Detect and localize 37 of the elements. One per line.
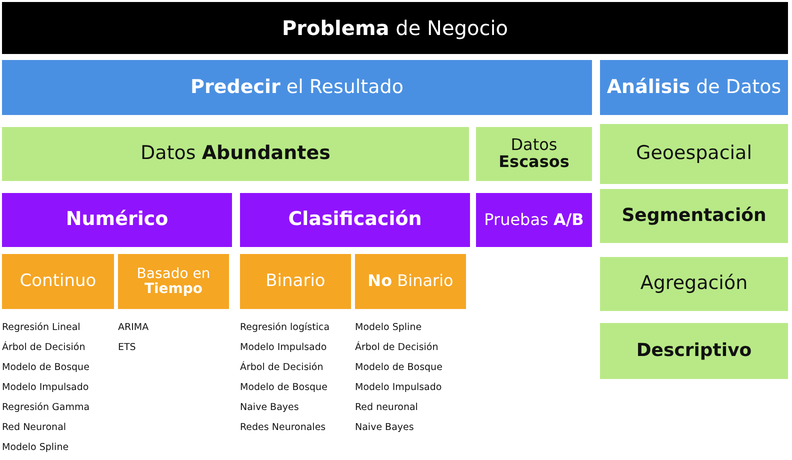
category-box: Binario bbox=[240, 254, 351, 309]
category-box: Geoespacial bbox=[600, 124, 788, 184]
category-bar: Análisis de Datos bbox=[600, 60, 788, 115]
method-name: Árbol de Decisión bbox=[355, 342, 438, 353]
method-name: Modelo de Bosque bbox=[355, 362, 442, 373]
method-name: Árbol de Decisión bbox=[2, 342, 86, 353]
method-name: Naive Bayes bbox=[240, 402, 299, 413]
category-box: Clasificación bbox=[240, 193, 470, 247]
category-bar: Datos Abundantes bbox=[2, 127, 469, 181]
category-box: Segmentación bbox=[600, 189, 788, 243]
category-box: Continuo bbox=[2, 254, 114, 309]
method-name: Modelo Impulsado bbox=[2, 382, 89, 393]
category-box: Datos Escasos bbox=[476, 127, 592, 181]
method-name: Árbol de Decisión bbox=[240, 362, 324, 373]
category-box: Basado en Tiempo bbox=[118, 254, 229, 309]
method-name: Redes Neuronales bbox=[240, 422, 326, 433]
method-name: Regresión logística bbox=[240, 322, 330, 333]
method-name: Modelo de Bosque bbox=[240, 382, 328, 393]
category-box: Descriptivo bbox=[600, 323, 788, 379]
method-name: Modelo Impulsado bbox=[355, 382, 442, 393]
category-bar: Predecir el Resultado bbox=[2, 60, 592, 115]
category-box: Agregación bbox=[600, 257, 788, 311]
method-name: Naive Bayes bbox=[355, 422, 414, 433]
title-banner: Problema de Negocio bbox=[2, 2, 788, 54]
method-name: Modelo de Bosque bbox=[2, 362, 90, 373]
method-name: Regresión Lineal bbox=[2, 322, 80, 333]
method-name: Red neuronal bbox=[355, 402, 418, 413]
method-name: Regresión Gamma bbox=[2, 402, 90, 413]
method-name: Modelo Spline bbox=[2, 442, 69, 453]
method-name: ETS bbox=[118, 342, 136, 353]
category-box: Numérico bbox=[2, 193, 232, 247]
method-name: Red Neuronal bbox=[2, 422, 66, 433]
method-name: Modelo Spline bbox=[355, 322, 422, 333]
method-name: ARIMA bbox=[118, 322, 149, 333]
category-box: No Binario bbox=[355, 254, 466, 309]
category-box: Pruebas A/B bbox=[476, 193, 592, 247]
method-name: Modelo Impulsado bbox=[240, 342, 327, 353]
